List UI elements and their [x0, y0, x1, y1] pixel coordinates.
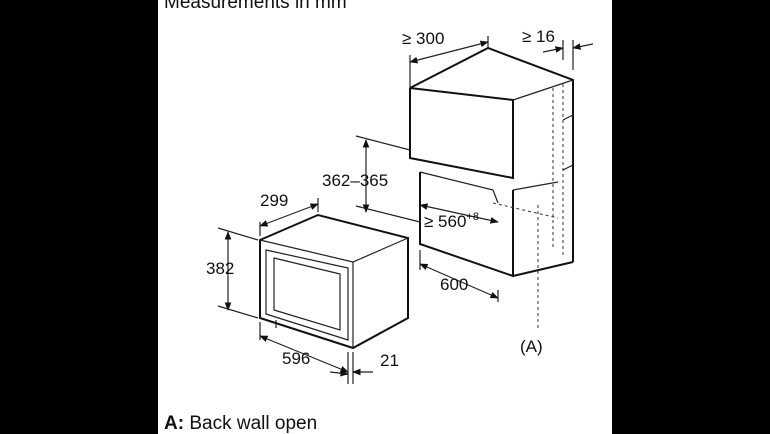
dim-niche-depth: 600: [440, 275, 468, 294]
diagram-panel: Measurements in mm: [158, 0, 612, 434]
legend-key: A:: [164, 413, 185, 434]
dim-niche-width-value: ≥ 560: [424, 212, 466, 231]
dimension-lines: [217, 36, 594, 384]
dim-appliance-height: 382: [206, 259, 234, 278]
footer-legend: A: Back wall open: [164, 413, 317, 434]
dim-niche-width-tolerance: +8: [466, 211, 479, 223]
appliance-drawing: [259, 213, 409, 350]
dim-appliance-width: 596: [282, 349, 310, 368]
legend-text: Back wall open: [189, 413, 318, 434]
back-wall-label: (A): [520, 337, 543, 356]
dim-cabinet-depth: ≥ 300: [402, 29, 444, 48]
page-title: Measurements in mm: [164, 0, 347, 13]
dim-appliance-front: 21: [380, 351, 399, 370]
dim-niche-height: 362–365: [322, 171, 388, 190]
dim-appliance-depth: 299: [260, 191, 288, 210]
installation-diagram: ≥ 300 ≥ 16 362–365 ≥ 560+8 600 299 382 5…: [206, 27, 594, 384]
dim-cabinet-gap: ≥ 16: [522, 27, 555, 46]
dim-niche-width: ≥ 560+8: [424, 211, 479, 231]
cabinet-drawing: [409, 46, 574, 330]
